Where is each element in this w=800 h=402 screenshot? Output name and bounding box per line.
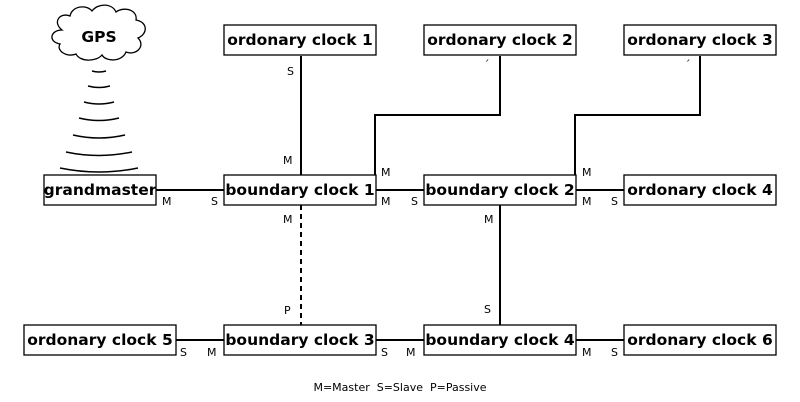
port-label: S [411, 195, 418, 208]
link-oc2-bc1 [374, 56, 501, 175]
gps-cloud: GPS [51, 4, 146, 61]
port-label: S [381, 346, 388, 359]
node-oc1: ordonary clock 1 [223, 24, 377, 56]
connections [156, 56, 701, 341]
link-oc3-bc2 [574, 56, 701, 175]
node-bc2-label: boundary clock 2 [425, 181, 574, 199]
node-bc1: boundary clock 1 [223, 174, 377, 206]
node-grandmaster: grandmaster [43, 174, 157, 206]
port-label: M [582, 195, 592, 208]
port-label: S [484, 303, 491, 316]
node-bc4: boundary clock 4 [423, 324, 577, 356]
node-bc3-label: boundary clock 3 [225, 331, 374, 349]
node-bc3: boundary clock 3 [223, 324, 377, 356]
gps-label: GPS [81, 28, 116, 46]
port-label: M [484, 213, 494, 226]
node-oc6-label: ordonary clock 6 [627, 331, 773, 349]
port-label: M [582, 166, 592, 179]
node-oc2: ordonary clock 2 [423, 24, 577, 56]
port-label: M [207, 346, 217, 359]
port-label: M [406, 346, 416, 359]
port-label: M [381, 195, 391, 208]
node-bc2: boundary clock 2 [423, 174, 577, 206]
node-oc1-label: ordonary clock 1 [227, 31, 373, 49]
node-oc5: ordonary clock 5 [23, 324, 177, 356]
port-label: M [582, 346, 592, 359]
port-label: P [284, 304, 291, 317]
port-labels: S M ˊ M ˊ M M S M S M S M P M S S M S M … [162, 58, 691, 359]
port-label: ˊ [484, 58, 490, 71]
node-oc3: ordonary clock 3 [623, 24, 777, 56]
port-label: S [611, 195, 618, 208]
port-label: M [162, 195, 172, 208]
node-oc3-label: ordonary clock 3 [627, 31, 773, 49]
gps-signal-waves [59, 70, 139, 173]
port-label: M [283, 154, 293, 167]
node-oc5-label: ordonary clock 5 [27, 331, 173, 349]
port-label: S [287, 65, 294, 78]
node-bc1-label: boundary clock 1 [225, 181, 374, 199]
port-label: S [180, 346, 187, 359]
port-label: ˊ [685, 58, 691, 71]
port-label: S [211, 195, 218, 208]
node-oc4: ordonary clock 4 [623, 174, 777, 206]
port-label: M [381, 166, 391, 179]
node-grandmaster-label: grandmaster [44, 181, 157, 199]
legend: M=Master S=Slave P=Passive [313, 381, 486, 394]
port-label: S [611, 346, 618, 359]
port-label: M [283, 213, 293, 226]
node-oc2-label: ordonary clock 2 [427, 31, 573, 49]
node-bc4-label: boundary clock 4 [425, 331, 575, 349]
node-oc4-label: ordonary clock 4 [627, 181, 773, 199]
node-oc6: ordonary clock 6 [623, 324, 777, 356]
